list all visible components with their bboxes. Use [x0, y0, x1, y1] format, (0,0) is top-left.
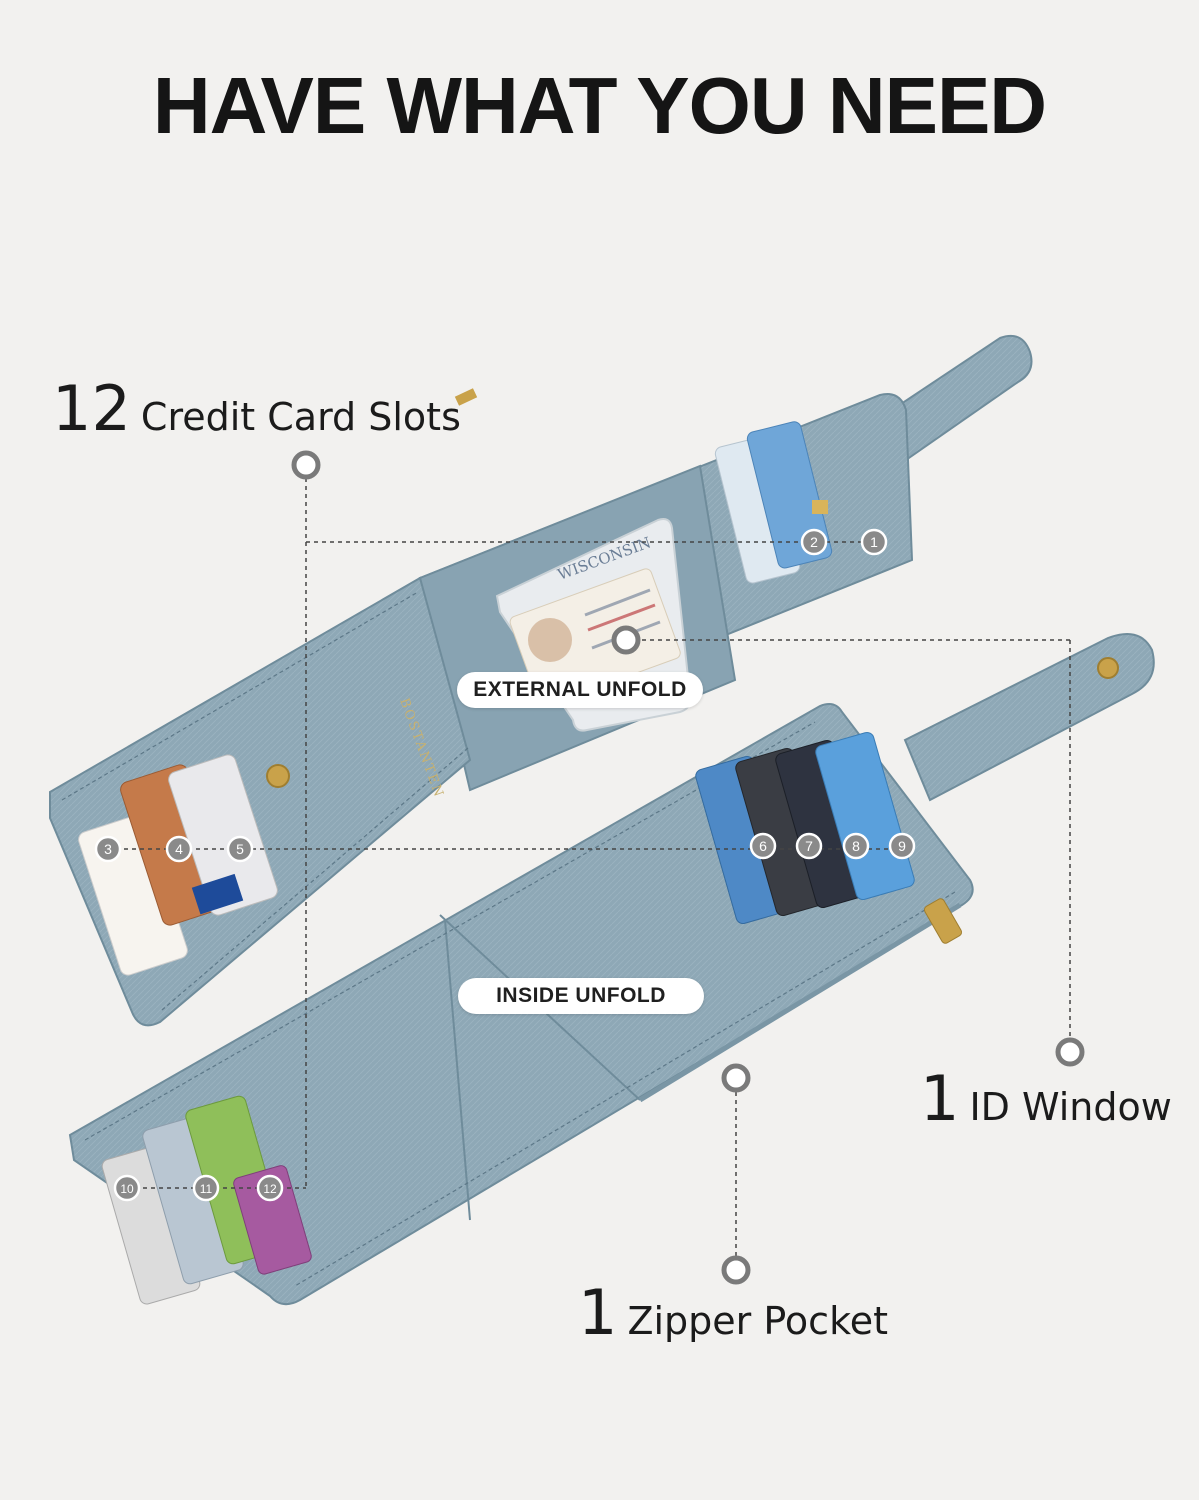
strap-snap	[1097, 657, 1119, 679]
zipper-track	[638, 902, 962, 1103]
slot-marker-11	[192, 1174, 220, 1202]
slot-marker-6	[749, 832, 777, 860]
slot-marker-label-1: 1	[870, 534, 878, 550]
slot-marker-8	[842, 832, 870, 860]
id-window-count: 1	[920, 1062, 960, 1135]
wallet-inside-stitching	[84, 721, 956, 1287]
wallet-stitching	[61, 591, 469, 1011]
callout-markers	[291, 450, 1085, 1285]
slot-marker-4	[165, 835, 193, 863]
slot-marker-3	[94, 835, 122, 863]
zipper-pull	[923, 898, 963, 944]
snap-button	[266, 764, 290, 788]
external-unfold-tag: EXTERNAL UNFOLD	[457, 672, 703, 708]
zipper-pocket-end-marker	[721, 1255, 751, 1285]
slot-marker-label-11: 11	[200, 1182, 213, 1196]
id-window-end-marker	[1055, 1037, 1085, 1067]
slot-marker-5	[226, 835, 254, 863]
slot-marker-label-5: 5	[236, 841, 244, 857]
id-window-label: ID Window	[969, 1085, 1172, 1129]
slot-marker-label-10: 10	[120, 1182, 134, 1196]
zipper-pocket-marker	[721, 1063, 751, 1093]
headline: HAVE WHAT YOU NEED	[152, 61, 1047, 150]
slot-marker-10	[113, 1174, 141, 1202]
slot-marker-9	[888, 832, 916, 860]
inside-unfold-tag: INSIDE UNFOLD	[458, 978, 704, 1014]
slot-marker-label-6: 6	[759, 838, 767, 854]
slot-marker-2	[800, 528, 828, 556]
cards-right-inside	[695, 731, 915, 925]
slot-marker-1	[860, 528, 888, 556]
slot-marker-12	[256, 1174, 284, 1202]
slot-marker-7	[795, 832, 823, 860]
credit-slots-marker	[291, 450, 321, 480]
slot-marker-label-7: 7	[805, 838, 813, 854]
slot-marker-label-12: 12	[263, 1182, 277, 1196]
zipper-pocket-label: Zipper Pocket	[627, 1299, 888, 1343]
credit-slots-count: 12	[52, 372, 131, 445]
credit-slots-label: Credit Card Slots	[140, 395, 461, 439]
slot-marker-label-9: 9	[898, 838, 906, 854]
slot-marker-label-8: 8	[852, 838, 860, 854]
slot-marker-label-3: 3	[104, 841, 112, 857]
zipper-pull-top	[454, 388, 478, 406]
slot-marker-label-2: 2	[810, 534, 818, 550]
zipper-pocket-count: 1	[578, 1276, 618, 1349]
id-photo	[528, 618, 572, 662]
slot-marker-label-4: 4	[175, 841, 183, 857]
wallet-strap-inside	[903, 633, 1155, 802]
id-window-marker	[611, 625, 641, 655]
